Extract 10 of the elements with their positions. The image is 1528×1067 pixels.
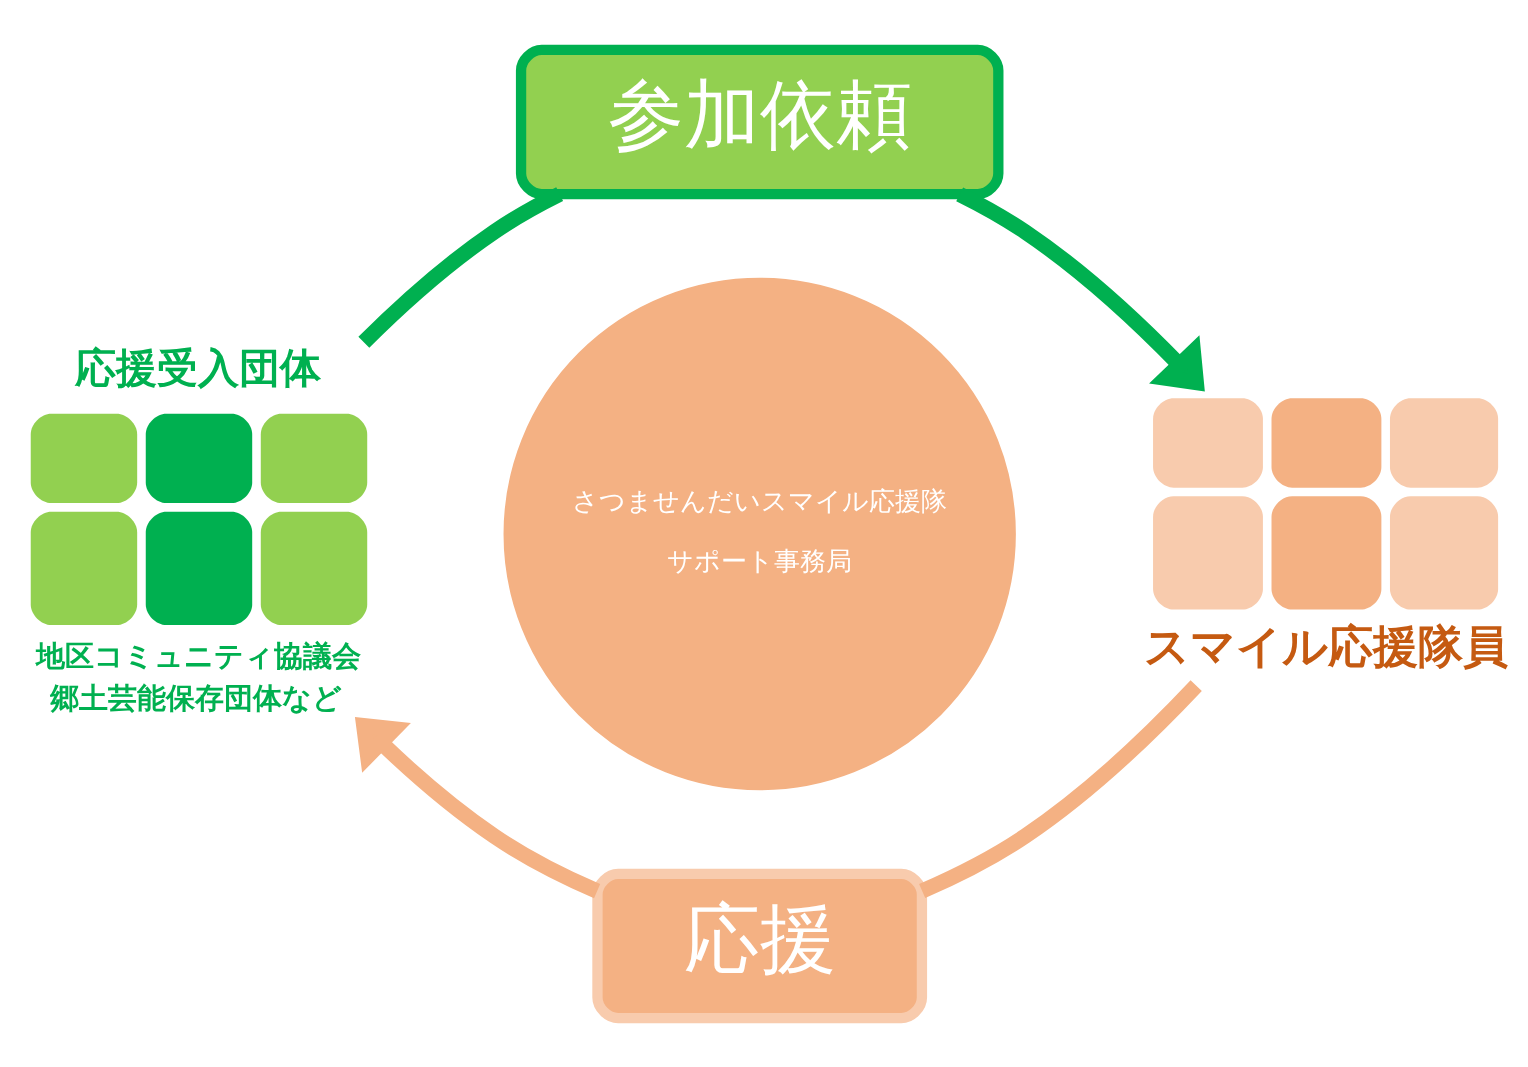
arrow bbox=[354, 716, 601, 898]
node-label: 地区コミュニティ協議会 bbox=[35, 638, 361, 673]
node-label: 郷土芸能保存団体など bbox=[50, 680, 343, 715]
connector bbox=[358, 186, 564, 348]
arrow bbox=[956, 186, 1205, 391]
node-label: 応援受入団体 bbox=[74, 343, 321, 392]
node-label: スマイル応援隊員 bbox=[1144, 620, 1509, 673]
node-box: 参加依頼 bbox=[515, 44, 1004, 199]
node-box: 応援 bbox=[592, 868, 928, 1023]
connector bbox=[919, 679, 1202, 898]
